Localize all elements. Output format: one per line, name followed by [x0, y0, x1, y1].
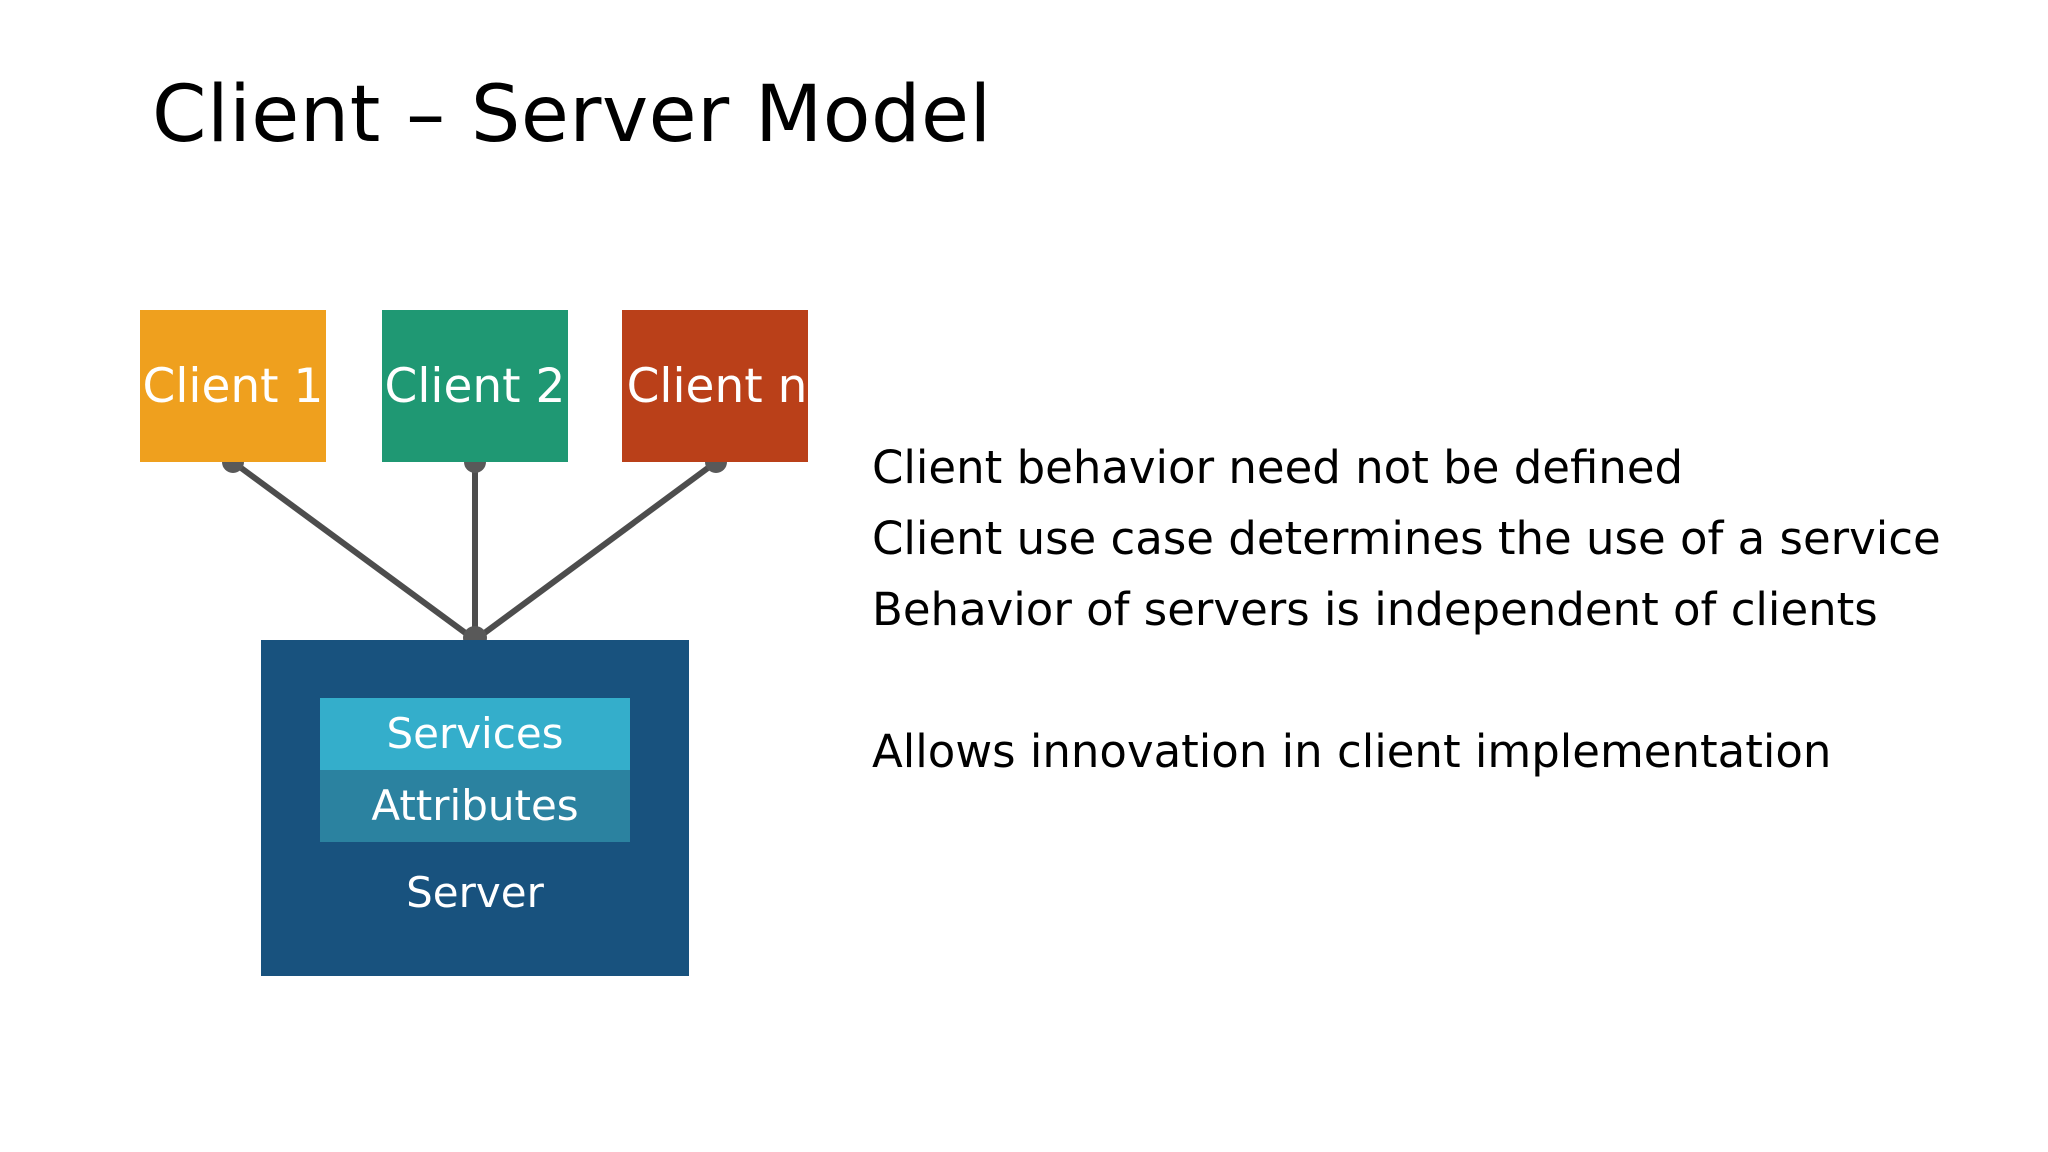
client-box-1-label: Client 1 — [142, 358, 324, 414]
body-line-4: Allows innovation in client implementati… — [872, 725, 1832, 778]
server-layer-services[interactable]: Services — [320, 698, 630, 770]
connector-lines — [222, 451, 727, 650]
client-box-2-label: Client 2 — [384, 358, 566, 414]
server-box-label: Server — [406, 868, 544, 917]
server-layer-services-label: Services — [386, 709, 564, 758]
body-line-2: Client use case determines the use of a … — [872, 512, 1941, 565]
body-text-block: Client behavior need not be defined Clie… — [872, 432, 1992, 787]
page-title: Client – Server Model — [152, 70, 992, 160]
body-line-1: Client behavior need not be defined — [872, 441, 1684, 494]
connector-clientn-to-server — [473, 459, 718, 643]
client-box-n[interactable]: Client n — [622, 310, 808, 462]
body-line-3: Behavior of servers is independent of cl… — [872, 583, 1878, 636]
server-box[interactable]: Services Attributes Server — [261, 640, 689, 976]
client-box-n-label: Client n — [626, 358, 808, 414]
body-paragraph-spacer — [872, 645, 1992, 716]
client-server-diagram: Client 1 Client 2 Client n Services Attr… — [0, 0, 900, 1152]
client-box-2[interactable]: Client 2 — [382, 310, 568, 462]
connector-client1-to-server — [231, 459, 477, 643]
client-box-1[interactable]: Client 1 — [140, 310, 326, 462]
server-layer-attributes[interactable]: Attributes — [320, 770, 630, 842]
server-layer-attributes-label: Attributes — [371, 781, 579, 830]
